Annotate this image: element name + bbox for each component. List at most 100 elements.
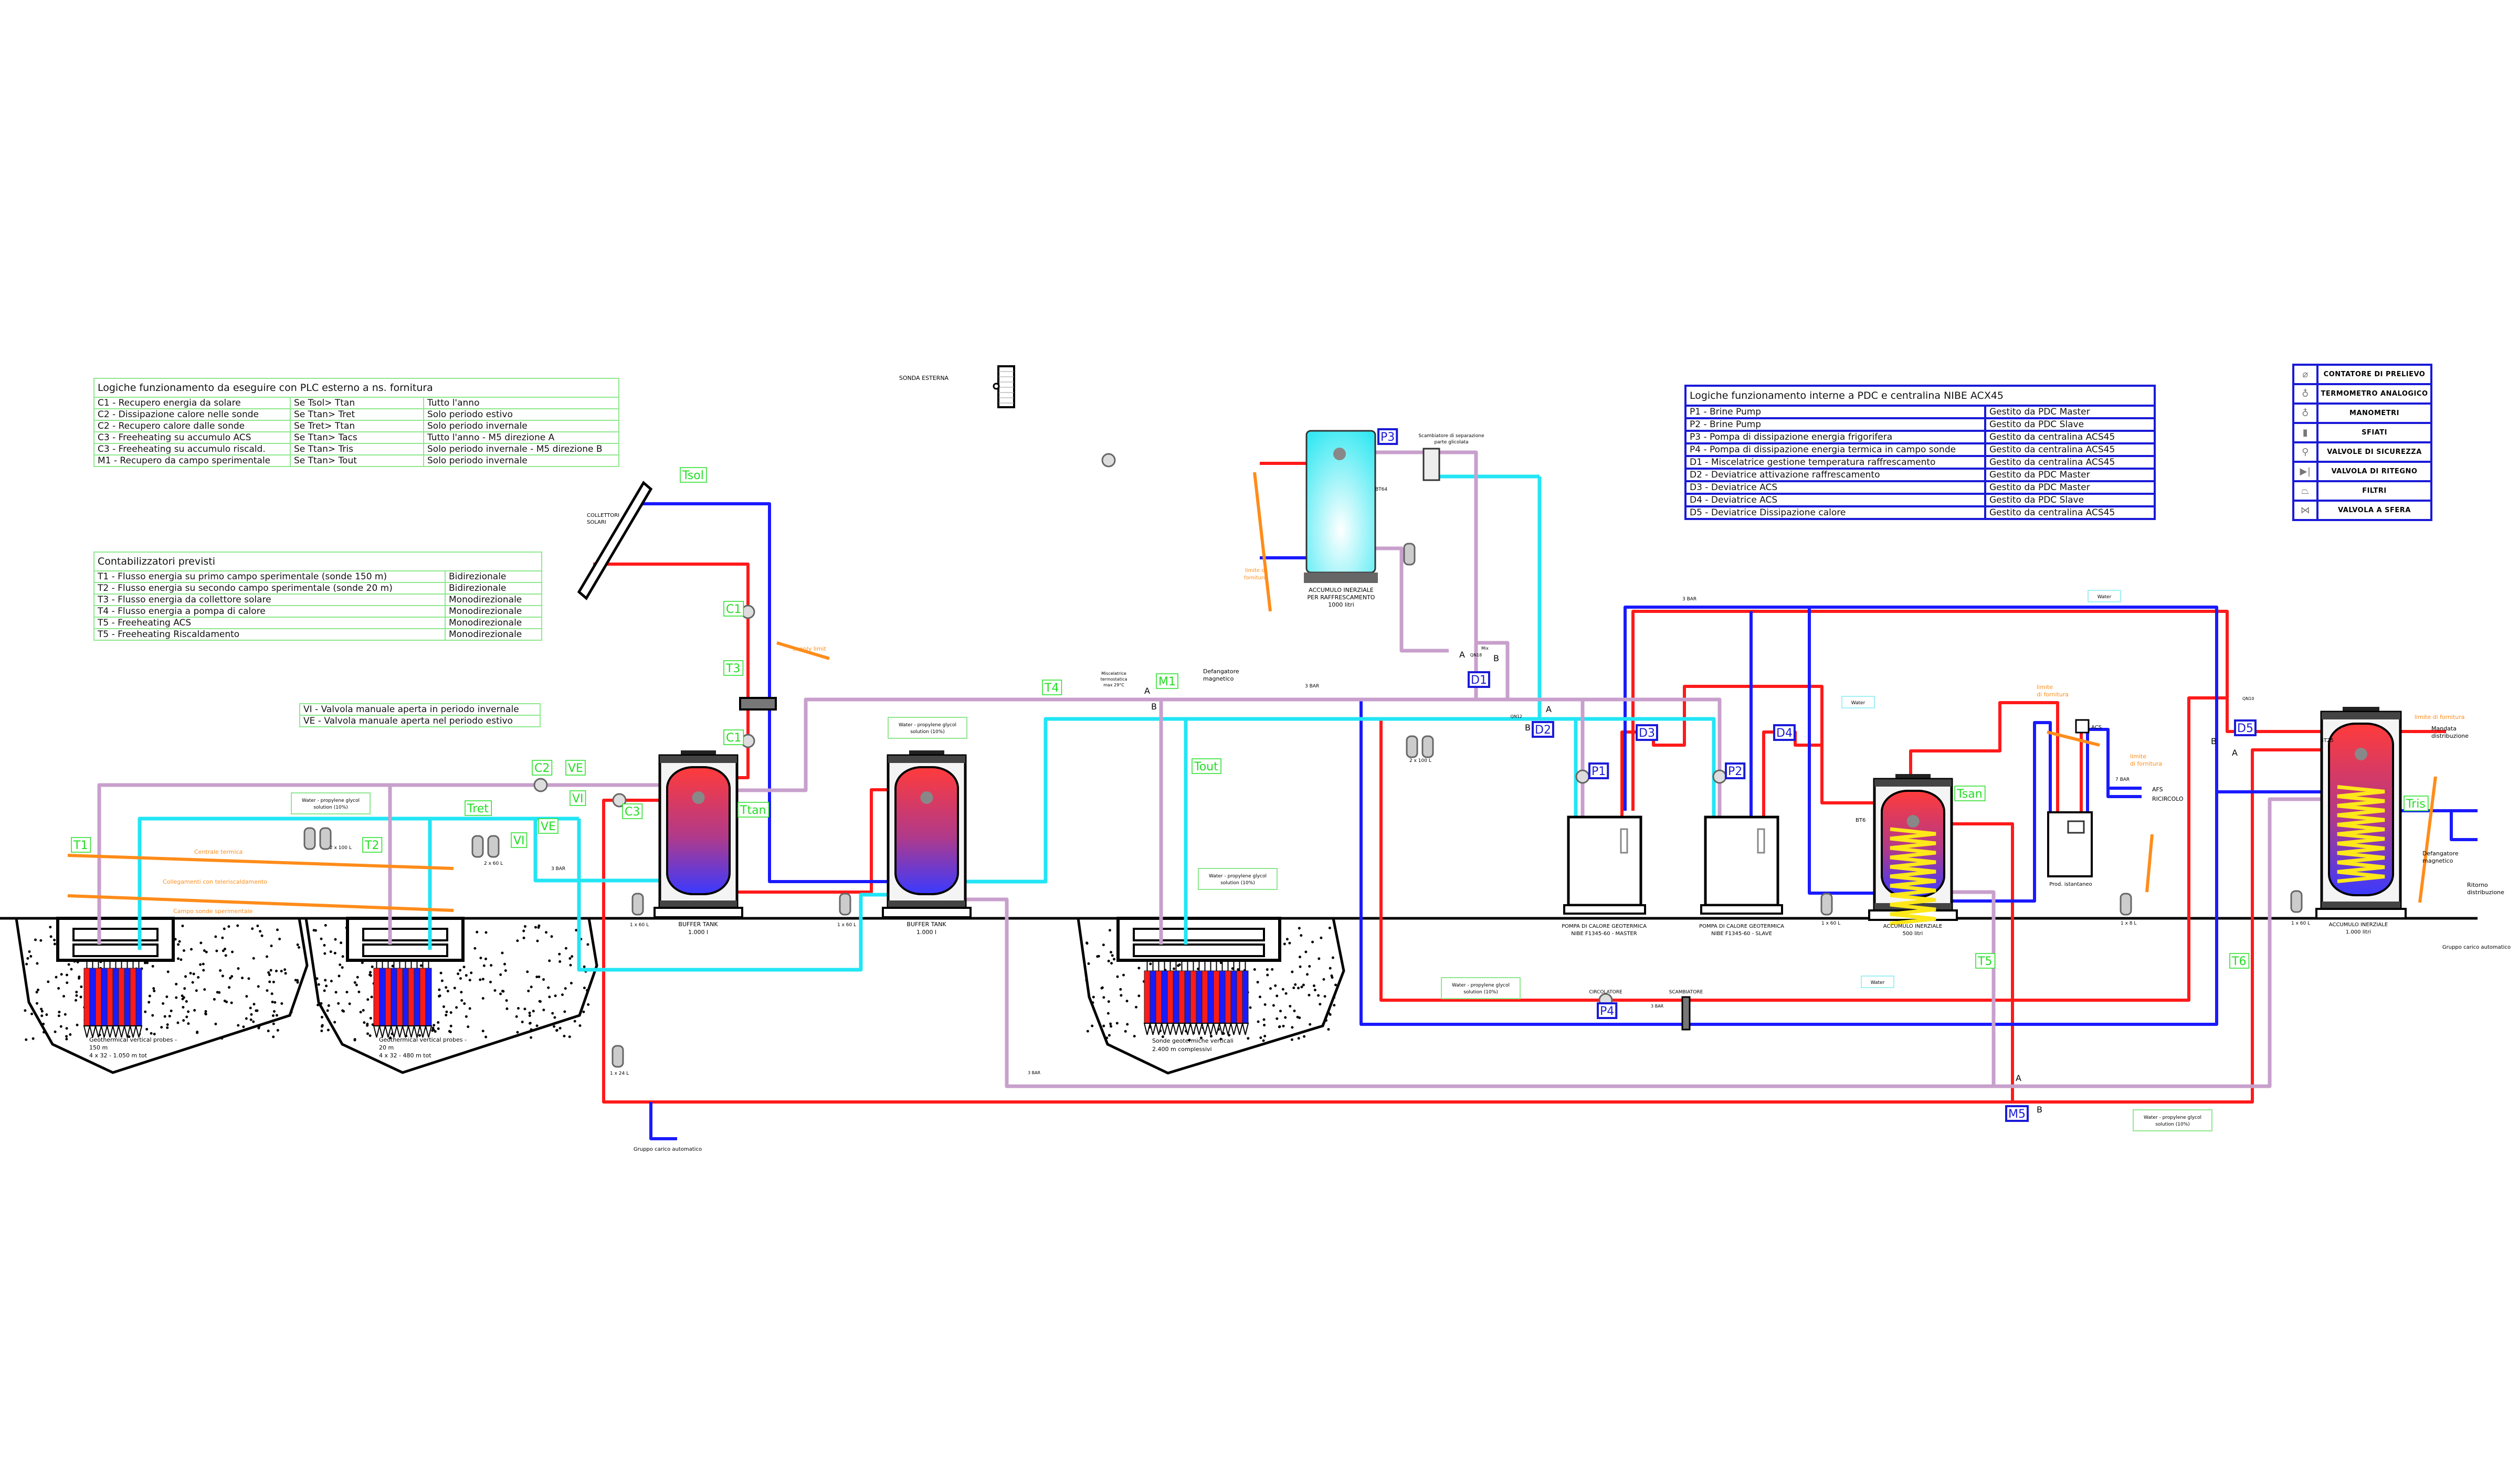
label-hps-2: NIBE F1345-60 - SLAVE [1711,931,1772,937]
label-buffer1-2: 1.000 l [688,929,708,936]
probe-tube [130,968,136,1026]
soil-dot [1300,985,1303,989]
soil-dot [1126,1023,1129,1026]
soil-dot [1311,940,1314,944]
table-cell: T1 - Flusso energia su primo campo speri… [93,570,446,583]
soil-dot [25,1038,28,1041]
probe-tip [1241,1023,1249,1035]
expansion-vessel-icon [839,893,851,916]
soil-dot [353,1038,356,1042]
probe-tip [1149,1023,1157,1035]
label-exp-1x60-c: 1 x 60 L [1821,921,1840,926]
glycol-pipe [965,476,1716,884]
label-acc-1: ACCUMULO INERZIALE [2329,922,2388,928]
soil-dot [317,983,320,986]
soil-dot [181,925,184,928]
label-cool-3: 1000 litri [1328,601,1354,608]
soil-dot [182,949,185,952]
soil-dot [1110,1025,1113,1028]
soil-dot [1333,1004,1336,1007]
soil-dot [214,1022,217,1025]
soil-dot [75,994,78,997]
soil-dot [65,1027,68,1030]
soil-dot [1281,988,1284,991]
tag-label: T1 [73,839,88,852]
table-cell: Se Ttan> Tacs [290,431,424,444]
note-frame [291,792,371,814]
soil-dot [185,1000,188,1003]
probe-tip [135,1025,143,1038]
probe-tip [118,1025,125,1038]
soil-dot [324,979,327,982]
soil-dot [1173,967,1176,970]
supply-limit-line [2418,776,2437,903]
soil-dot [1263,1034,1267,1037]
note-frame [888,717,967,739]
soil-dot [337,1002,340,1005]
soil-dot [361,961,364,964]
label-f1-1: Geothermical vertical probes - [89,1036,177,1043]
label-qn12: QN12 [1511,714,1522,719]
soil-dot [1115,1022,1119,1025]
tag-label: D5 [2237,722,2253,735]
soil-dot [191,981,194,984]
soil-dot [473,947,477,950]
expansion-vessel-icon [2120,893,2132,916]
soil-dot [216,991,219,994]
label-a4: A [2232,748,2238,758]
label-exp-1x60-a: 1 x 60 L [630,923,649,928]
fluid-note-water: Water [1841,696,1875,708]
table-row: D2 - Deviatrice attivazione raffrescamen… [1684,468,2156,482]
soil-dot [535,976,539,979]
soil-dot [1096,955,1099,958]
probe-tip [419,1025,427,1038]
note-line: Water - propylene glycol [1452,983,1510,988]
soil-dot [180,958,183,961]
label-bar3-e: 3 BAR [1028,1070,1041,1075]
soil-dot [1309,1023,1312,1026]
soil-dot [462,966,466,969]
heating-tank-1000 [2315,707,2407,919]
soil-dot [440,979,444,982]
label-prod: Prod. istantaneo [2049,882,2092,887]
label-a3: A [1144,686,1150,696]
expansion-vessel-icon [319,827,332,850]
mixed-pipe [737,697,1722,816]
probe-tip [390,1025,398,1038]
probe-tip [100,1025,108,1038]
soil-dot [1272,1004,1275,1007]
soil-dot [391,964,394,968]
label-bar3-b: 3 BAR [551,866,565,872]
soil-dot [76,1023,79,1026]
soil-dot [465,974,468,977]
tank-band [1874,779,1952,787]
label-collettori-1: COLLETTORI [587,513,619,518]
tag-tout: Tout [1192,758,1221,774]
cold-pipe [1952,721,2052,903]
note-frame [1841,696,1875,708]
tag-label: D1 [1471,674,1487,687]
tag-d2: D2 [1532,721,1554,738]
soil-dot [1284,1016,1287,1019]
label-ritorno-1: Ritorno [2467,882,2488,888]
cold-pipe [1808,609,1874,895]
soil-dot [1291,970,1294,973]
tag-d4: D4 [1773,724,1796,741]
soil-dot [320,1002,323,1005]
soil-dot [481,1030,484,1033]
soil-dot [36,962,39,965]
soil-dot [583,965,586,968]
label-f2-1: Geothermical vertical probes - [379,1036,467,1043]
tag-label: P1 [1591,765,1606,778]
soil-dot [558,952,561,956]
label-exp-1x8: 1 x 8 L [2121,921,2136,926]
soil-dot [1110,962,1113,965]
soil-dot [554,994,557,998]
soil-dot [195,989,198,992]
tag-label: C2 [534,762,550,775]
probe-tip [1207,1023,1215,1035]
tag-frame [723,660,744,676]
tag-frame [1975,953,1996,969]
